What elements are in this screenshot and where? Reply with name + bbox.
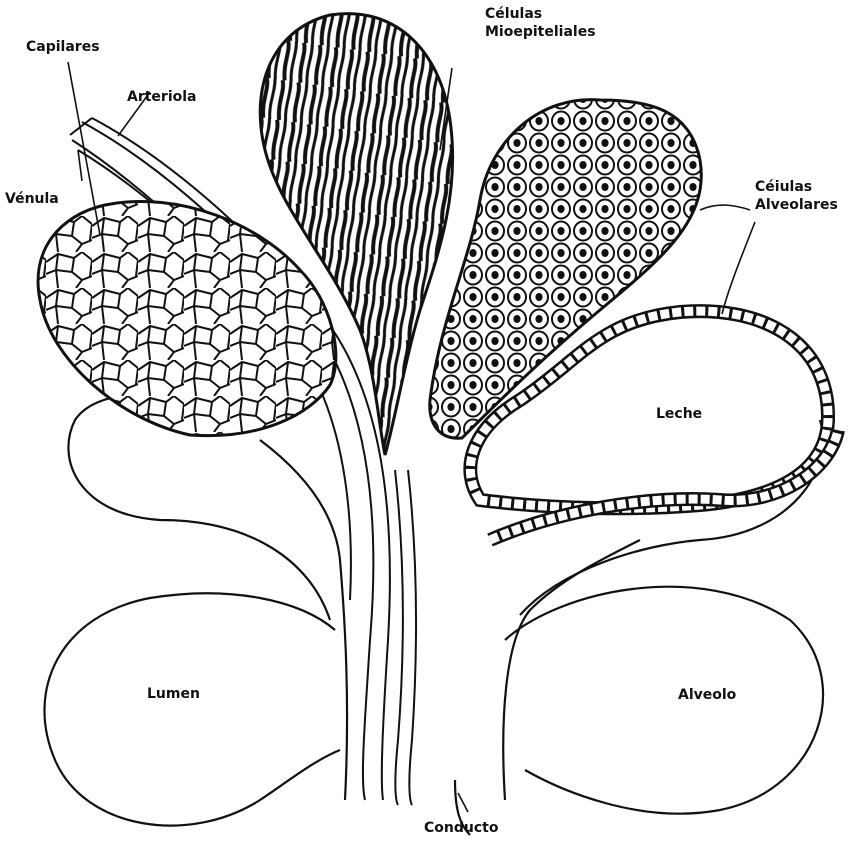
label-arteriola: Arteriola — [127, 89, 197, 105]
duct — [260, 440, 640, 835]
label-celulas-alveolares-2: Alveolares — [755, 197, 838, 213]
label-lumen: Lumen — [147, 686, 200, 702]
alveolus-right-shape — [505, 587, 823, 814]
label-celulas-mioepiteliales-2: Mioepiteliales — [485, 24, 596, 40]
alveolus-lumen-shape — [44, 593, 340, 825]
label-conducto: Conducto — [424, 820, 498, 836]
label-leche: Leche — [656, 406, 702, 422]
label-alveolo: Alveolo — [678, 687, 736, 703]
alveolar-cells-alveolus — [430, 100, 701, 439]
capillary-network-alveolus — [38, 201, 336, 435]
label-venula: Vénula — [5, 191, 59, 207]
label-celulas-mioepiteliales-1: Células — [485, 6, 542, 22]
label-capilares: Capilares — [26, 39, 100, 55]
label-celulas-alveolares-1: Céiulas — [755, 179, 812, 195]
